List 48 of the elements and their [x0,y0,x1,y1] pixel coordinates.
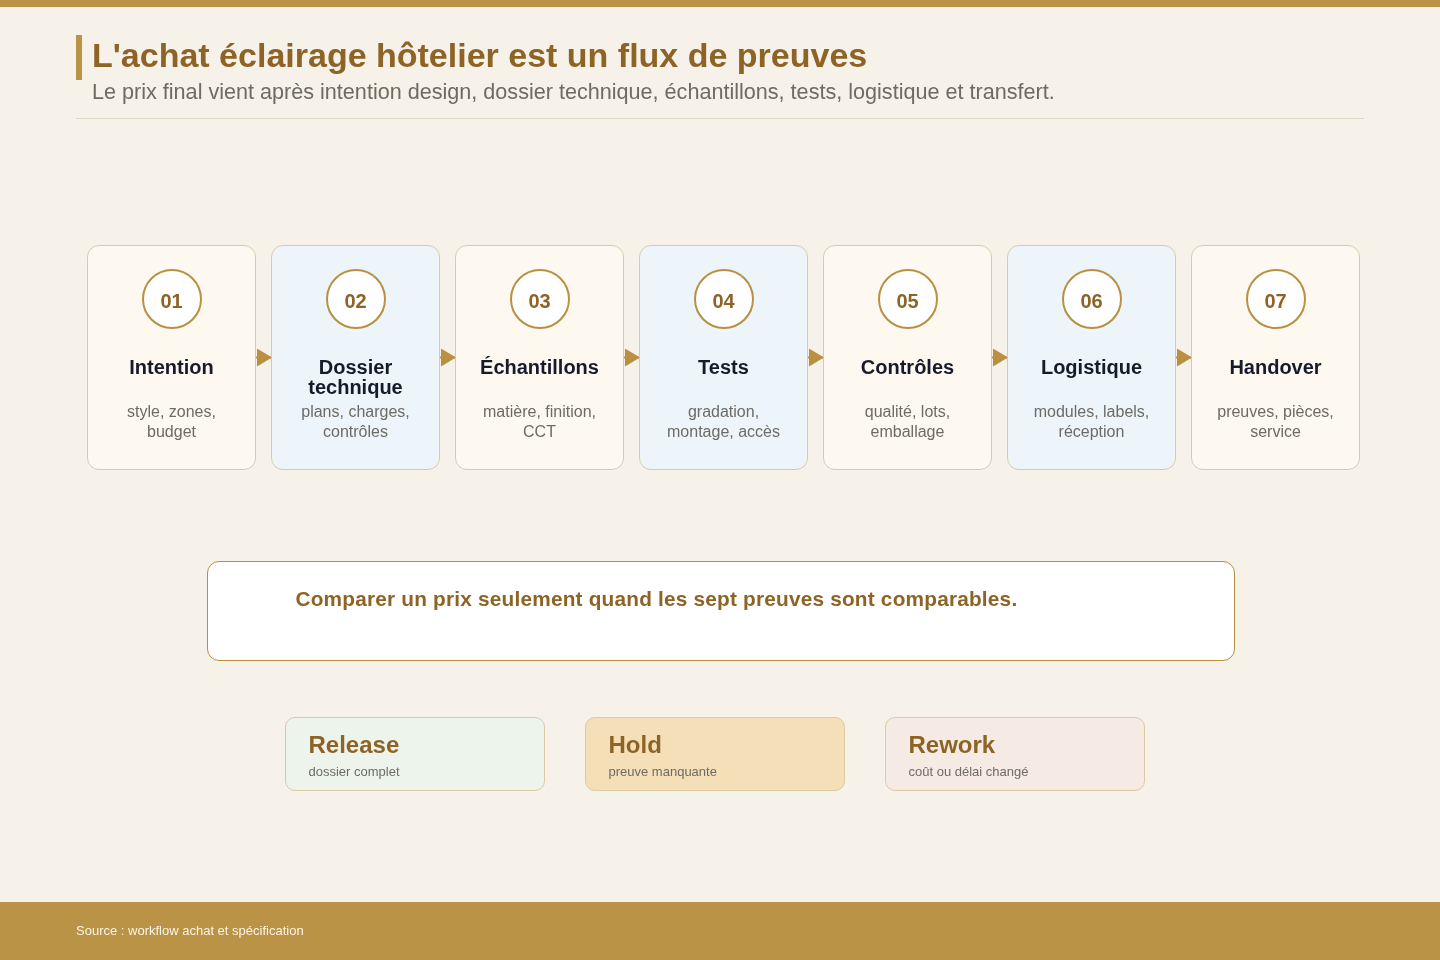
arrow [1175,348,1192,367]
page-subtitle: Le prix final vient après intention design, dossier technique, échantillons, tests, logistique et transfert. [92,79,1055,105]
step-card [1007,245,1176,470]
step-number: 05 [877,269,938,329]
arrow [991,348,1008,367]
status-title: Release [308,731,400,759]
step-card [455,245,624,470]
status-title: Rework [908,731,996,759]
step-description: style, zones, budget [126,402,217,442]
step-number: 03 [509,269,570,329]
step-title: Intention [129,357,214,377]
status-description: dossier complet [308,764,400,780]
step-title: Dossier technique [307,357,404,397]
step-description: plans, charges, contrôles [300,402,411,442]
step-number: 01 [141,269,202,329]
step-card [1191,245,1360,470]
status-title: Hold [608,731,662,759]
step-number: 07 [1245,269,1306,329]
status-description: preuve manquante [608,764,717,780]
arrow [807,348,824,367]
step-number: 04 [693,269,754,329]
step-card [823,245,992,470]
arrow [255,348,272,367]
callout-panel [207,561,1235,661]
step-title: Logistique [1040,357,1143,377]
step-number: 06 [1061,269,1122,329]
step-title: Handover [1229,357,1322,377]
step-card [271,245,440,470]
status-card [885,717,1145,791]
step-description: qualité, lots, emballage [863,402,952,442]
step-description: matière, finition, CCT [482,402,597,442]
step-title: Contrôles [860,357,955,377]
step-card [87,245,256,470]
arrow [439,348,456,367]
status-card [585,717,845,791]
step-number: 02 [325,269,386,329]
step-description: gradation, montage, accès [666,402,781,442]
status-description: coût ou délai changé [908,764,1029,780]
arrow [623,348,640,367]
page-title: L'achat éclairage hôtelier est un flux de preuves [92,35,868,75]
statement-text: Comparer un prix seulement quand les sept preuves sont comparables. [295,587,1018,610]
status-card [285,717,545,791]
step-title: Tests [698,357,749,377]
step-description: preuves, pièces, service [1216,402,1335,442]
source-note: Source : workflow achat et spécification [76,923,304,939]
step-title: Échantillons [480,357,599,377]
step-description: modules, labels, réception [1032,402,1151,442]
step-card [639,245,808,470]
